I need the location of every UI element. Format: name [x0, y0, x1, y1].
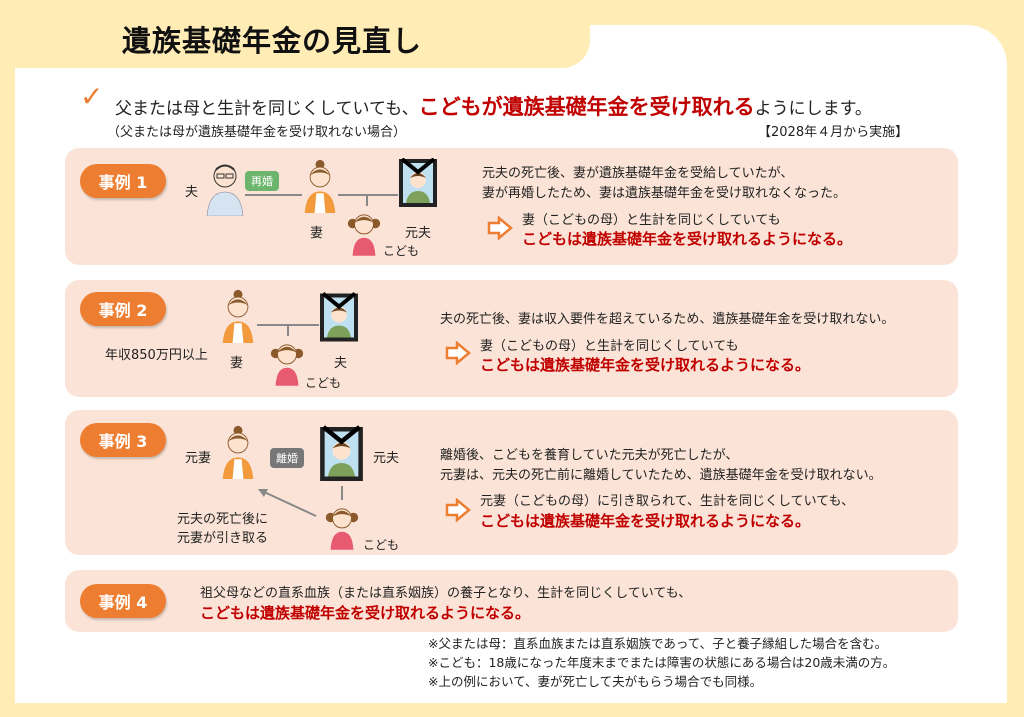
result-text: 妻（こどもの母）と生計を同じくしていても	[480, 339, 739, 354]
label-husband: 夫	[334, 356, 348, 371]
label-income: 年収850万円以上	[105, 348, 208, 363]
lead-subtext: （父または母が遺族基礎年金を受け取れない場合）	[107, 125, 407, 140]
label-child: こども	[363, 538, 400, 552]
label-husband: 夫	[185, 185, 199, 200]
lead-suffix: ようにします。	[754, 99, 872, 119]
case-2-card: 事例 2 年収850万円以上 妻 こども 夫 夫の死亡後、妻は収入要件を超えてい…	[65, 280, 958, 397]
case-text: 離婚後、こどもを養育していた元夫が死亡したが、	[440, 448, 739, 463]
label-ex-husband: 元夫	[373, 451, 400, 466]
memorial-portrait-icon	[319, 290, 359, 345]
husband-figure-icon	[205, 156, 245, 216]
footnote: ※父または母：直系血族または直系姻族であって、子と養子縁組した場合を含む。	[428, 636, 888, 651]
label-wife: 妻	[310, 226, 324, 241]
memorial-portrait-icon	[398, 158, 438, 208]
footnote: ※こども：18歳になった年度末までまたは障害の状態にある場合は20歳未満の方。	[428, 655, 896, 670]
effective-date: 【2028年４月から実施】	[758, 125, 909, 140]
label-child: こども	[383, 244, 420, 258]
page-title: 遺族基礎年金の見直し	[122, 24, 423, 58]
relation-line	[366, 194, 368, 206]
label-child: こども	[305, 376, 342, 390]
case-4-card: 事例 4 祖父母などの直系血族（または直系姻族）の養子となり、生計を同じくしてい…	[65, 570, 958, 632]
case-badge: 事例 3	[80, 423, 166, 457]
pickup-note: 元夫の死亡後に	[177, 512, 269, 527]
label-wife: 妻	[230, 356, 244, 371]
case-text: 妻が再婚したため、妻は遺族基礎年金を受け取れなくなった。	[482, 186, 847, 201]
result-text: 元妻（こどもの母）に引き取られて、生計を同じくしていても、	[480, 494, 855, 509]
case-text: 祖父母などの直系血族（または直系姻族）の養子となり、生計を同じくしていても、	[200, 586, 692, 601]
case-text: 夫の死亡後、妻は収入要件を超えているため、遺族基礎年金を受け取れない。	[440, 312, 895, 327]
divorce-tag: 離婚	[270, 448, 304, 468]
arrow-right-icon	[445, 341, 471, 365]
footnotes: ※父または母：直系血族または直系姻族であって、子と養子縁組した場合を含む。 ※こ…	[428, 634, 895, 691]
case-3-card: 事例 3 元妻 離婚 元夫 元夫の死亡後に 元妻が引き取る こども 離婚後、こど…	[65, 410, 958, 555]
pickup-note: 元妻が引き取る	[177, 531, 269, 546]
result-text: 妻（こどもの母）と生計を同じくしていても	[522, 213, 781, 228]
result-highlight: こどもは遺族基礎年金を受け取れるようになる。	[200, 604, 531, 622]
case-text: 元夫の死亡後、妻が遺族基礎年金を受給していたが、	[482, 166, 794, 181]
remarriage-tag: 再婚	[245, 171, 279, 191]
lead-highlight: こどもが遺族基礎年金を受け取れる	[418, 95, 755, 119]
wife-figure-icon	[302, 156, 338, 216]
case-1-card: 事例 1 夫 再婚 妻 こども 元夫 元夫の死亡後、妻が遺族基礎年金を受給してい…	[65, 148, 958, 265]
wife-figure-icon	[220, 286, 256, 346]
case-badge: 事例 2	[80, 292, 166, 326]
check-icon: ✓	[80, 80, 104, 113]
arrow-up-left-icon	[258, 489, 317, 517]
arrow-right-icon	[487, 216, 513, 240]
relation-line	[338, 194, 398, 196]
result-highlight: こどもは遺族基礎年金を受け取れるようになる。	[480, 512, 811, 530]
memorial-portrait-icon	[319, 424, 364, 484]
relation-line	[287, 324, 289, 336]
lead-text: 父または母と生計を同じくしていても、こどもが遺族基礎年金を受け取れるようにします…	[115, 91, 872, 121]
case-badge: 事例 1	[80, 164, 166, 198]
case-text: 元妻は、元夫の死亡前に離婚していたため、遺族基礎年金を受け取れない。	[440, 468, 882, 483]
result-highlight: こどもは遺族基礎年金を受け取れるようになる。	[522, 230, 853, 248]
footnote: ※上の例において、妻が死亡して夫がもらう場合でも同様。	[428, 674, 763, 689]
result-highlight: こどもは遺族基礎年金を受け取れるようになる。	[480, 356, 811, 374]
relation-line	[341, 486, 343, 500]
relation-line	[245, 194, 302, 196]
title-tab	[15, 0, 590, 68]
child-figure-icon	[323, 502, 361, 550]
ex-wife-figure-icon	[220, 422, 256, 482]
lead-prefix: 父または母と生計を同じくしていても、	[115, 99, 419, 119]
child-figure-icon	[345, 208, 383, 256]
child-figure-icon	[268, 338, 306, 386]
label-ex-husband: 元夫	[405, 226, 432, 241]
label-ex-wife: 元妻	[185, 451, 212, 466]
case-badge: 事例 4	[80, 584, 166, 618]
arrow-right-icon	[445, 498, 471, 522]
